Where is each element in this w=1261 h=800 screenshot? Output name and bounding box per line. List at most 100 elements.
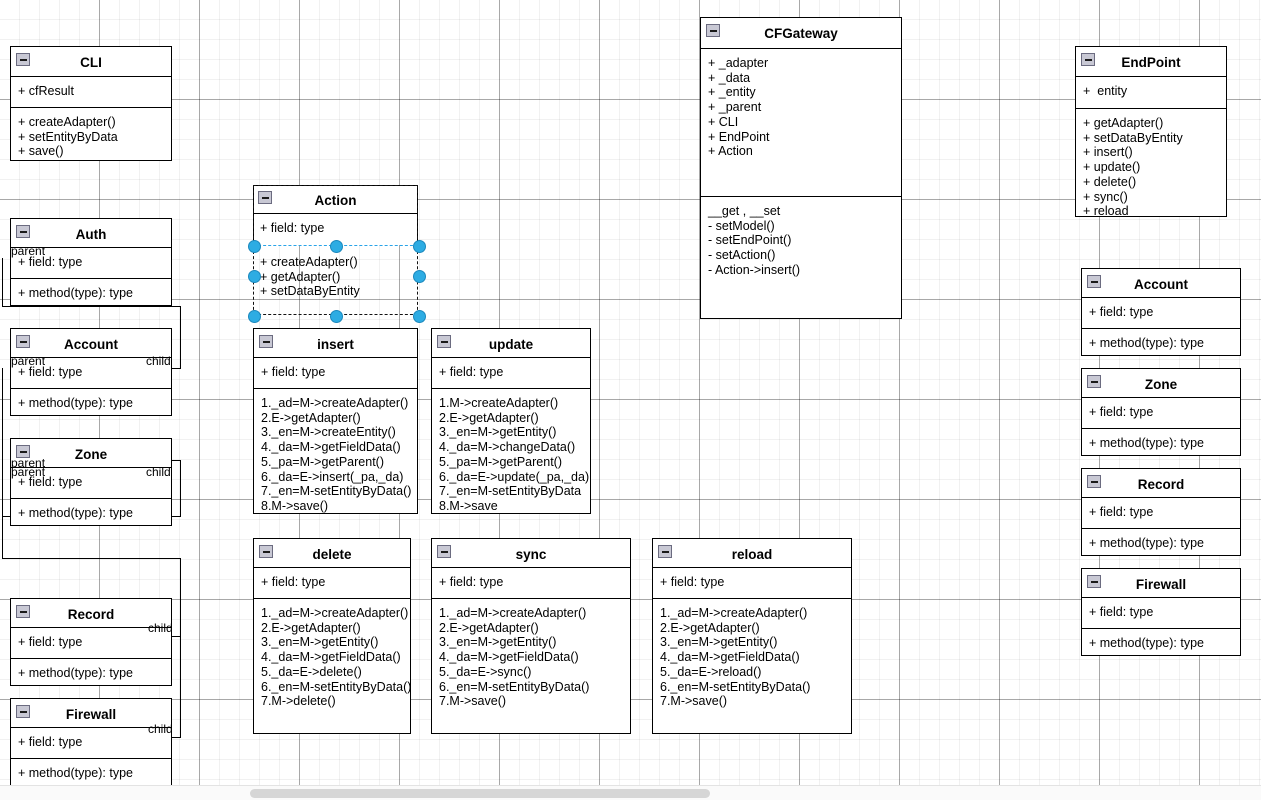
uml-class-cfgateway-title[interactable]: CFGateway (701, 18, 901, 49)
uml-class-delete-methods[interactable]: 1._ad=M->createAdapter()2.E->getAdapter(… (254, 599, 411, 716)
collapse-minus-icon[interactable] (16, 605, 30, 618)
uml-class-firewall-left[interactable]: Firewall+ field: type+ method(type): typ… (10, 698, 172, 786)
uml-class-account-left[interactable]: Account+ field: type+ method(type): type (10, 328, 172, 416)
uml-class-record-left-attributes[interactable]: + field: type (11, 628, 171, 659)
handle-top-left[interactable] (247, 239, 261, 253)
uml-class-cli-title[interactable]: CLI (11, 47, 171, 77)
uml-class-firewall-left-methods[interactable]: + method(type): type (11, 759, 171, 788)
uml-class-update-attributes[interactable]: + field: type (432, 358, 590, 389)
handle-top-center[interactable] (330, 239, 343, 253)
uml-class-cfgateway-methods[interactable]: __get , __set- setModel()- setEndPoint()… (701, 197, 901, 285)
uml-class-cfgateway-attributes[interactable]: + _adapter+ _data+ _entity+ _parent+ CLI… (701, 49, 901, 197)
uml-class-zone-left-attributes[interactable]: + field: type (11, 468, 171, 499)
uml-class-firewall-left-attributes[interactable]: + field: type (11, 728, 171, 759)
handle-middle-right[interactable] (412, 269, 426, 283)
uml-class-record-left-title[interactable]: Record (11, 599, 171, 628)
uml-class-cli-methods[interactable]: + createAdapter()+ setEntityByData+ save… (11, 108, 171, 166)
collapse-minus-icon[interactable] (437, 335, 451, 348)
collapse-minus-icon[interactable] (706, 24, 720, 37)
handle-bottom-right[interactable] (412, 309, 426, 323)
uml-class-firewall-right-methods[interactable]: + method(type): type (1082, 629, 1240, 658)
uml-class-endpoint-title[interactable]: EndPoint (1076, 47, 1226, 77)
horizontal-scrollbar-thumb[interactable] (250, 789, 710, 798)
uml-class-action-title[interactable]: Action (253, 185, 418, 214)
uml-class-record-left-methods[interactable]: + method(type): type (11, 659, 171, 688)
uml-class-record-right-attributes[interactable]: + field: type (1082, 498, 1240, 529)
uml-class-account-right[interactable]: Account+ field: type+ method(type): type (1081, 268, 1241, 356)
uml-class-record-right-title[interactable]: Record (1082, 469, 1240, 498)
uml-class-firewall-right-attributes[interactable]: + field: type (1082, 598, 1240, 629)
uml-class-record-right[interactable]: Record+ field: type+ method(type): type (1081, 468, 1241, 556)
uml-class-delete-title[interactable]: delete (254, 539, 410, 568)
uml-class-account-right-methods[interactable]: + method(type): type (1082, 329, 1240, 358)
uml-class-update-title[interactable]: update (432, 329, 590, 358)
uml-class-cli[interactable]: CLI+ cfResult+ createAdapter()+ setEntit… (10, 46, 172, 161)
collapse-minus-icon[interactable] (16, 705, 30, 718)
collapse-minus-icon[interactable] (1087, 475, 1101, 488)
uml-class-zone-right[interactable]: Zone+ field: type+ method(type): type (1081, 368, 1241, 456)
horizontal-scrollbar-track[interactable] (0, 785, 1261, 800)
uml-class-firewall-right-title[interactable]: Firewall (1082, 569, 1240, 598)
uml-class-sync-title[interactable]: sync (432, 539, 630, 568)
uml-class-auth-attributes[interactable]: + field: type (11, 248, 171, 279)
uml-class-insert-methods[interactable]: 1._ad=M->createAdapter()2.E->getAdapter(… (254, 389, 417, 521)
handle-bottom-center[interactable] (330, 309, 343, 323)
handle-bottom-left[interactable] (247, 309, 261, 323)
handle-top-right[interactable] (412, 239, 426, 253)
uml-class-record-right-methods[interactable]: + method(type): type (1082, 529, 1240, 558)
uml-class-record-left[interactable]: Record+ field: type+ method(type): type (10, 598, 172, 686)
collapse-minus-icon[interactable] (16, 53, 30, 66)
uml-class-reload-attributes[interactable]: + field: type (653, 568, 851, 599)
collapse-minus-icon[interactable] (1087, 275, 1101, 288)
uml-class-endpoint[interactable]: EndPoint+ entity+ getAdapter()+ setDataB… (1075, 46, 1227, 218)
uml-class-update-methods[interactable]: 1.M->createAdapter()2.E->getAdapter()3._… (432, 389, 590, 521)
uml-class-action[interactable]: Action+ field: type+ createAdapter()+ ge… (247, 185, 426, 323)
uml-class-auth-title[interactable]: Auth (11, 219, 171, 248)
uml-class-reload-title[interactable]: reload (653, 539, 851, 568)
uml-class-action-methods[interactable]: + createAdapter()+ getAdapter()+ setData… (253, 245, 418, 306)
uml-class-zone-left[interactable]: Zone+ field: type+ method(type): type (10, 438, 172, 526)
uml-class-zone-right-title[interactable]: Zone (1082, 369, 1240, 398)
collapse-minus-icon[interactable] (16, 335, 30, 348)
uml-class-delete-attributes[interactable]: + field: type (254, 568, 410, 599)
uml-class-auth-methods[interactable]: + method(type): type (11, 279, 171, 308)
uml-class-auth[interactable]: Auth+ field: type+ method(type): type (10, 218, 172, 306)
uml-class-firewall-right[interactable]: Firewall+ field: type+ method(type): typ… (1081, 568, 1241, 656)
collapse-minus-icon[interactable] (658, 545, 672, 558)
uml-class-account-left-attributes[interactable]: + field: type (11, 358, 171, 389)
uml-class-zone-right-methods[interactable]: + method(type): type (1082, 429, 1240, 458)
uml-class-zone-left-methods[interactable]: + method(type): type (11, 499, 171, 528)
uml-class-account-left-title[interactable]: Account (11, 329, 171, 358)
uml-class-account-right-title[interactable]: Account (1082, 269, 1240, 298)
uml-class-sync-attributes[interactable]: + field: type (432, 568, 630, 599)
collapse-minus-icon[interactable] (259, 335, 273, 348)
collapse-minus-icon[interactable] (437, 545, 451, 558)
collapse-minus-icon[interactable] (1087, 375, 1101, 388)
uml-class-zone-left-title[interactable]: Zone (11, 439, 171, 468)
uml-class-endpoint-methods[interactable]: + getAdapter()+ setDataByEntity+ insert(… (1076, 109, 1226, 226)
collapse-minus-icon[interactable] (16, 225, 30, 238)
uml-class-firewall-left-title[interactable]: Firewall (11, 699, 171, 728)
uml-class-zone-right-attributes[interactable]: + field: type (1082, 398, 1240, 429)
collapse-minus-icon[interactable] (259, 545, 273, 558)
uml-class-endpoint-attributes[interactable]: + entity (1076, 77, 1226, 109)
uml-class-cli-attributes[interactable]: + cfResult (11, 77, 171, 108)
collapse-minus-icon[interactable] (1087, 575, 1101, 588)
uml-class-insert-attributes[interactable]: + field: type (254, 358, 417, 389)
uml-class-sync-methods[interactable]: 1._ad=M->createAdapter()2.E->getAdapter(… (432, 599, 630, 716)
uml-class-action-attributes[interactable]: + field: type (253, 214, 418, 245)
collapse-minus-icon[interactable] (258, 191, 272, 204)
uml-class-account-left-methods[interactable]: + method(type): type (11, 389, 171, 418)
uml-class-cfgateway[interactable]: CFGateway+ _adapter+ _data+ _entity+ _pa… (700, 17, 902, 319)
handle-middle-left[interactable] (247, 269, 261, 283)
collapse-minus-icon[interactable] (16, 445, 30, 458)
uml-class-insert-title[interactable]: insert (254, 329, 417, 358)
collapse-minus-icon[interactable] (1081, 53, 1095, 66)
uml-class-account-right-attributes[interactable]: + field: type (1082, 298, 1240, 329)
